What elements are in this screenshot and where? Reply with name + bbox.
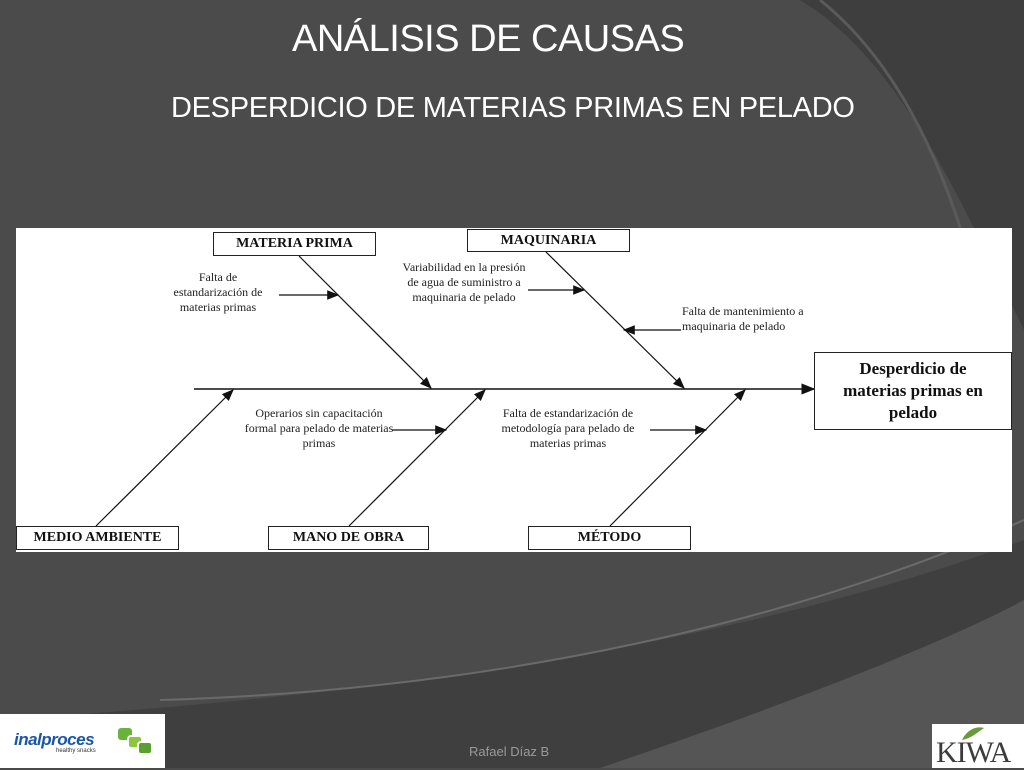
slide-title: ANÁLISIS DE CAUSAS (292, 18, 685, 60)
bone-metodo (609, 389, 746, 527)
inalproces-logo: inalproces healthy snacks (0, 714, 165, 768)
inalproces-logo-subtext: healthy snacks (56, 748, 96, 754)
bone-materia-prima (298, 255, 432, 389)
fishbone-diagram: MATERIA PRIMA MAQUINARIA MEDIO AMBIENTE … (16, 228, 1012, 552)
kiwa-logo-text: KIWA (936, 736, 1011, 769)
category-maquinaria: MAQUINARIA (467, 229, 630, 252)
kiwa-logo: KIWA (932, 724, 1024, 769)
cause-metodo: Falta de estandarización de metodología … (501, 406, 635, 450)
bone-medio-ambiente (95, 389, 234, 527)
category-metodo: MÉTODO (528, 526, 691, 550)
kiwa-leaf-icon (962, 727, 984, 740)
cause-maquinaria-mantenimiento: Falta de mantenimiento a maquinaria de p… (682, 304, 804, 333)
category-materia-prima: MATERIA PRIMA (213, 232, 376, 256)
cause-mano-de-obra: Operarios sin capacitación formal para p… (244, 406, 394, 450)
effect-box: Desperdicio de materias primas en pelado (814, 352, 1012, 430)
footer-author: Rafael Díaz B (469, 744, 550, 759)
inalproces-logo-text: inalproces (14, 730, 95, 749)
bone-maquinaria (545, 251, 685, 389)
bone-mano-de-obra (348, 389, 486, 527)
cause-maquinaria-presion: Variabilidad en la presión de agua de su… (402, 260, 526, 304)
category-mano-de-obra: MANO DE OBRA (268, 526, 429, 550)
category-medio-ambiente: MEDIO AMBIENTE (16, 526, 179, 550)
fishbone-lines (95, 251, 816, 527)
cause-materia-prima: Falta de estandarización de materias pri… (173, 270, 263, 314)
inalproces-logo-icon (118, 728, 153, 755)
slide-subtitle: DESPERDICIO DE MATERIAS PRIMAS EN PELADO (171, 92, 855, 124)
